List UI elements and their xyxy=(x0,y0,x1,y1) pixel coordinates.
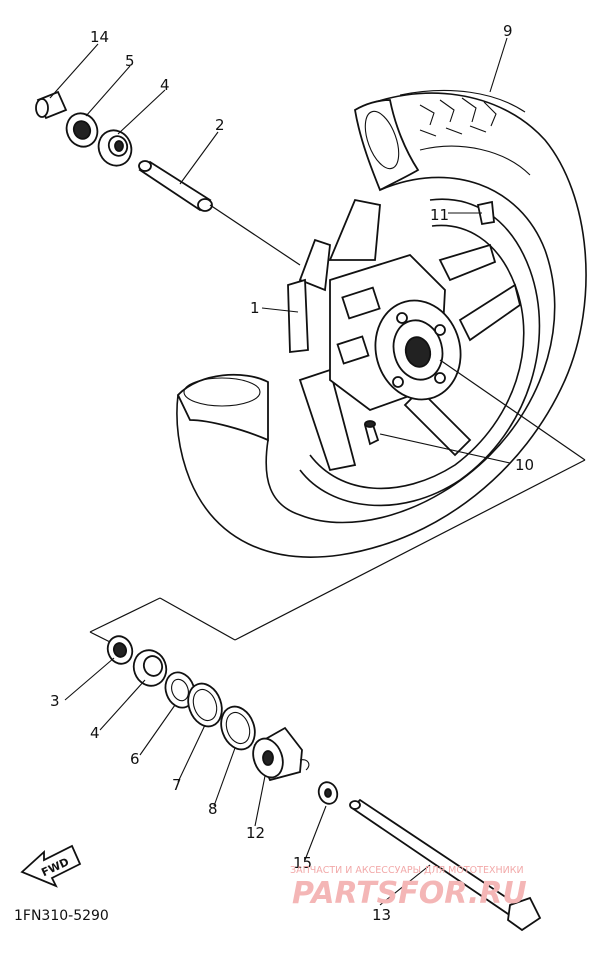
watermark-brand: PARTSFOR.RU xyxy=(292,876,527,911)
callout-4-upper: 4 xyxy=(160,76,170,94)
diagram-code: 1FN310-5290 xyxy=(14,908,109,924)
callout-4-lower: 4 xyxy=(90,724,100,742)
watermark: ЗАПЧАСТИ И АКСЕССУАРЫ ДЛЯ МОТОТЕХНИКИ PA… xyxy=(290,865,527,911)
callout-7: 7 xyxy=(172,776,182,794)
callout-6: 6 xyxy=(130,750,140,768)
watermark-tagline: ЗАПЧАСТИ И АКСЕССУАРЫ ДЛЯ МОТОТЕХНИКИ xyxy=(290,865,524,876)
balance-weight xyxy=(476,200,495,226)
callout-15: 15 xyxy=(293,854,312,872)
fwd-arrow-icon: FWD xyxy=(20,844,82,888)
callout-10: 10 xyxy=(515,456,534,474)
collar xyxy=(35,90,68,120)
circlip xyxy=(164,671,196,709)
callout-11: 11 xyxy=(430,206,449,224)
tire xyxy=(176,89,587,558)
washer-15 xyxy=(317,781,339,805)
callout-12: 12 xyxy=(246,824,265,842)
callout-5: 5 xyxy=(125,52,135,70)
callout-1: 1 xyxy=(250,299,260,317)
callout-3: 3 xyxy=(50,692,60,710)
callout-13: 13 xyxy=(372,906,391,924)
callouts: 14 5 4 2 9 11 1 10 3 4 6 7 8 12 15 13 xyxy=(50,22,534,924)
tire-valve xyxy=(363,420,380,446)
cast-wheel xyxy=(287,198,541,507)
callout-9: 9 xyxy=(503,22,513,40)
callout-14: 14 xyxy=(90,28,109,46)
oil-seal-lower xyxy=(106,635,134,665)
gear-unit-12 xyxy=(252,726,310,782)
bearing-lower xyxy=(132,649,168,687)
washer-7 xyxy=(187,682,223,728)
oil-seal-upper xyxy=(65,112,99,148)
assembly-lines xyxy=(89,204,586,643)
leader-lines xyxy=(49,37,511,906)
callout-8: 8 xyxy=(208,800,218,818)
bearing-spacer xyxy=(138,160,213,212)
seal-8 xyxy=(220,705,256,751)
callout-2: 2 xyxy=(215,116,225,134)
bearing-upper xyxy=(97,129,133,167)
axle-13 xyxy=(349,798,542,932)
